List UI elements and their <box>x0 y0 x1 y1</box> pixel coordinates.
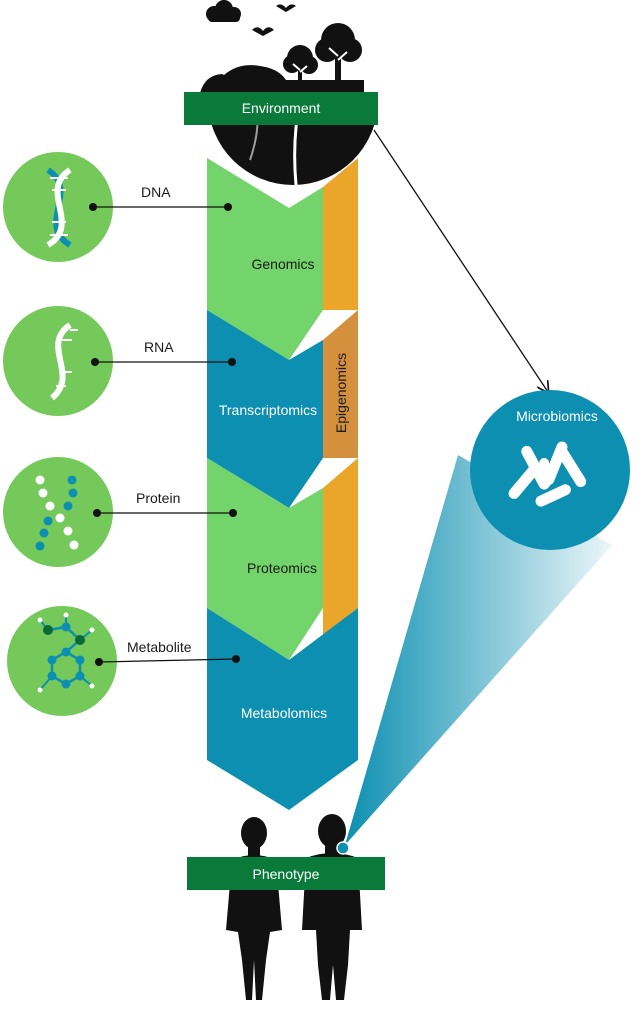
phenotype-banner: Phenotype <box>187 857 385 890</box>
female-silhouette-icon <box>226 817 282 1000</box>
connector-dna <box>89 203 232 211</box>
tree-icon <box>283 45 318 84</box>
bird-icon <box>252 27 274 36</box>
omics-column <box>207 158 358 810</box>
environment-label: Environment <box>242 100 321 116</box>
environment-banner: Environment <box>184 92 378 125</box>
epigenomics-band-mid <box>323 310 358 458</box>
microbiomics-label: Microbiomics <box>516 408 598 424</box>
bird-icon <box>276 4 296 12</box>
male-silhouette-icon <box>302 814 362 1000</box>
bacteria-icon <box>508 441 587 507</box>
tree-icon <box>315 23 362 82</box>
connector-rna <box>91 358 236 366</box>
rna-icon <box>3 306 113 416</box>
layer-transcriptomics <box>207 310 323 508</box>
rna-label: RNA <box>144 339 174 355</box>
protein-label: Protein <box>136 490 180 506</box>
epigenomics-band-low <box>323 458 358 635</box>
layer-proteomics <box>207 458 323 660</box>
metabolite-icon <box>7 606 117 716</box>
connector-protein <box>93 509 237 517</box>
dna-icon <box>3 152 113 262</box>
dna-label: DNA <box>141 184 171 200</box>
phenotype-label: Phenotype <box>253 866 320 882</box>
microbiome-beam <box>345 455 612 845</box>
protein-icon <box>3 457 113 567</box>
layer-metabolomics-label: Metabolomics <box>241 705 327 721</box>
layer-proteomics-label: Proteomics <box>247 560 317 576</box>
layer-metabolomics <box>207 608 358 810</box>
cloud-icon <box>206 0 241 22</box>
epigenomics-band-top <box>323 158 358 310</box>
microbiomics-circle <box>470 390 630 550</box>
environment-to-microbiomics-arrow <box>373 129 548 392</box>
microbiome-marker-icon <box>336 841 350 855</box>
layer-genomics-label: Genomics <box>251 256 314 272</box>
epigenomics-label: Epigenomics <box>333 353 349 433</box>
metabolite-label: Metabolite <box>127 639 192 655</box>
layer-genomics <box>207 158 323 360</box>
layer-transcriptomics-label: Transcriptomics <box>219 402 317 418</box>
connector-metabolite <box>95 655 240 666</box>
